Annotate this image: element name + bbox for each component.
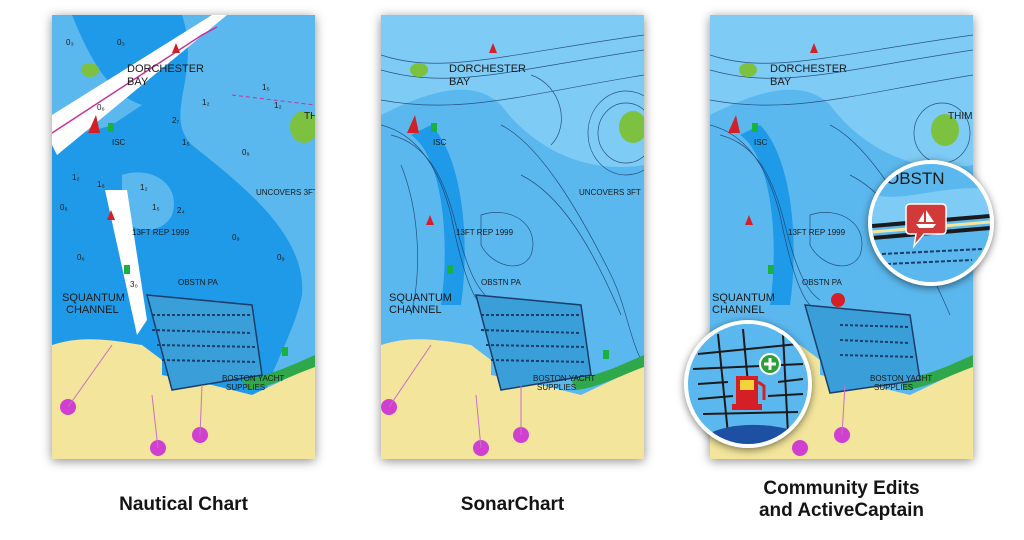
label-squantum: SQUANTUM bbox=[62, 292, 125, 304]
label-th: TH bbox=[304, 111, 315, 122]
label-channel: CHANNEL bbox=[389, 304, 442, 316]
buoy-icon bbox=[426, 215, 434, 225]
sounding: 1₂ bbox=[202, 98, 210, 107]
sounding: 0₃ bbox=[66, 38, 74, 47]
label-supplies: SUPPLIES bbox=[874, 383, 913, 392]
label-bay: BAY bbox=[770, 76, 792, 88]
sounding: 0₉ bbox=[242, 148, 250, 157]
buoy-icon bbox=[447, 265, 453, 274]
label-channel: CHANNEL bbox=[712, 304, 765, 316]
sounding: 1₅ bbox=[152, 203, 160, 212]
label-isc: ISC bbox=[433, 138, 447, 147]
label-dorchester: DORCHESTER bbox=[127, 63, 204, 75]
sounding: 0₆ bbox=[97, 103, 105, 112]
sounding: 0₉ bbox=[232, 233, 240, 242]
sounding: 3₀ bbox=[130, 280, 138, 289]
label-rep: 13FT REP 1999 bbox=[456, 228, 514, 237]
label-supplies: SUPPLIES bbox=[226, 383, 265, 392]
buoy-icon bbox=[124, 265, 130, 274]
sonarchart-map: DORCHESTER BAY SQUANTUM CHANNEL OBSTN PA… bbox=[381, 15, 644, 459]
caption-community-line1: Community Edits bbox=[763, 478, 920, 499]
caption-community-line2: and ActiveCaptain bbox=[758, 500, 925, 521]
boat-icon[interactable] bbox=[905, 203, 947, 249]
label-squantum: SQUANTUM bbox=[389, 292, 452, 304]
sounding: 2₇ bbox=[172, 116, 179, 125]
sounding: 1₅ bbox=[262, 83, 270, 92]
sounding: 0₉ bbox=[277, 253, 285, 262]
sounding: 1₂ bbox=[72, 173, 80, 182]
beacon-icon bbox=[407, 115, 437, 133]
boat-icon bbox=[381, 344, 529, 456]
label-boston: BOSTON YACHT bbox=[533, 374, 595, 383]
label-uncovers: UNCOVERS 3FT bbox=[256, 188, 315, 197]
buoy-icon bbox=[282, 347, 288, 356]
label-bay: BAY bbox=[127, 76, 149, 88]
sounding: 2₄ bbox=[177, 206, 185, 215]
sounding: 0₆ bbox=[77, 253, 85, 262]
label-uncovers: UNCOVERS 3FT bbox=[579, 188, 641, 197]
label-dorchester: DORCHESTER bbox=[449, 63, 526, 75]
label-isc: ISC bbox=[754, 138, 768, 147]
label-boston: BOSTON YACHT bbox=[870, 374, 932, 383]
sonarchart-panel: DORCHESTER BAY SQUANTUM CHANNEL OBSTN PA… bbox=[381, 15, 644, 459]
buoy-icon bbox=[489, 43, 497, 53]
label-isc: ISC bbox=[112, 138, 126, 147]
buoy-icon bbox=[172, 43, 180, 53]
soundings: 0₃ 0₃ 0₆ 1₂ 1₅ 2₇ 1₅ 0₉ 1₂ 1₆ 1₅ 2₄ 0₉ 0… bbox=[60, 38, 285, 289]
sounding: 0₆ bbox=[60, 203, 68, 212]
nautical-chart-map: DORCHESTER BAY SQUANTUM CHANNEL OBSTN PA… bbox=[52, 15, 315, 459]
label-obstn-zoom: OBSTN bbox=[886, 169, 945, 188]
label-squantum: SQUANTUM bbox=[712, 292, 775, 304]
label-obstn-pa: OBSTN PA bbox=[481, 278, 522, 287]
caption-sonarchart: SonarChart bbox=[460, 494, 565, 515]
label-boston: BOSTON YACHT bbox=[222, 374, 284, 383]
sounding: 1₅ bbox=[182, 138, 190, 147]
label-bay: BAY bbox=[449, 76, 471, 88]
sounding: 0₃ bbox=[117, 38, 125, 47]
caption-nautical-chart: Nautical Chart bbox=[119, 494, 248, 515]
buoy-icon bbox=[107, 210, 115, 220]
plus-marker-icon[interactable] bbox=[759, 353, 781, 375]
buoy-icon bbox=[810, 43, 818, 53]
zoom-bubble-obstruction: OBSTN bbox=[868, 160, 994, 286]
caption-community-edits: Community Edits and ActiveCaptain bbox=[700, 478, 983, 522]
label-rep: 13FT REP 1999 bbox=[788, 228, 846, 237]
beacon-icon bbox=[88, 115, 114, 133]
zoom-obstruction-map: OBSTN bbox=[872, 164, 990, 282]
zoom-fuel-map bbox=[688, 324, 808, 444]
label-supplies: SUPPLIES bbox=[537, 383, 576, 392]
buoy-icon bbox=[603, 350, 609, 359]
buoy-icon bbox=[768, 265, 774, 274]
beacon-icon bbox=[728, 115, 758, 133]
buoy-icon bbox=[745, 215, 753, 225]
fuel-pump-icon[interactable] bbox=[732, 376, 766, 410]
sounding: 1₂ bbox=[274, 101, 282, 110]
zoom-bubble-fuel bbox=[684, 320, 812, 448]
label-dorchester: DORCHESTER bbox=[770, 63, 847, 75]
sounding: 1₂ bbox=[140, 183, 148, 192]
sounding: 1₆ bbox=[97, 180, 105, 189]
label-obstn-pa: OBSTN PA bbox=[802, 278, 843, 287]
label-obstn-pa: OBSTN PA bbox=[178, 278, 219, 287]
nautical-chart-panel: DORCHESTER BAY SQUANTUM CHANNEL OBSTN PA… bbox=[52, 15, 315, 459]
label-rep: 13FT REP 1999 bbox=[132, 228, 190, 237]
boat-icon bbox=[60, 344, 208, 456]
boat-icon bbox=[792, 293, 850, 456]
label-thim: THIM bbox=[948, 111, 972, 122]
label-channel: CHANNEL bbox=[66, 304, 119, 316]
